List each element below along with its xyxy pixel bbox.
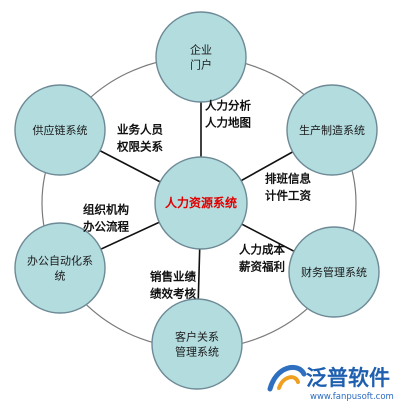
edge-label-manufacturing-line: 计件工资 [265, 189, 311, 203]
node-label-line: 生产制造系统 [299, 123, 365, 137]
node-finance: 财务管理系统 [288, 226, 380, 318]
node-label-line: 企业 [190, 43, 212, 57]
node-label: 客户关系管理系统 [175, 330, 219, 359]
node-oa: 办公自动化系统 [14, 222, 106, 314]
edge-label-portal: 人力分析人力地图 [205, 99, 251, 130]
edge-label-oa-line: 组织机构 [83, 203, 129, 217]
node-circle [286, 84, 378, 176]
logo-url: www.fanpusoft.com [310, 392, 394, 402]
node-supply: 供应链系统 [14, 84, 106, 176]
fanpu-logo-icon [267, 364, 307, 392]
center-circle [154, 156, 248, 250]
edge-label-crm-line: 销售业绩 [150, 270, 196, 284]
node-label-line: 供应链系统 [33, 123, 88, 137]
center-label: 人力资源系统 [165, 195, 237, 210]
edge-label-oa-line: 办公流程 [83, 220, 129, 234]
edge-label-supply-line: 权限关系 [116, 140, 163, 154]
edge-label-supply-line: 业务人员 [117, 123, 163, 137]
node-circle [151, 298, 243, 390]
node-manufacturing: 生产制造系统 [286, 84, 378, 176]
node-label-line: 客户关系 [175, 330, 219, 344]
node-crm: 客户关系管理系统 [151, 298, 243, 390]
edge-label-crm-line: 绩效考核 [150, 287, 196, 301]
fanpu-logo: 泛普软件 www.fanpusoft.com [267, 364, 394, 402]
center-node: 人力资源系统 [154, 156, 248, 250]
node-circle [155, 11, 247, 103]
edge-label-finance: 人力成本薪资福利 [239, 243, 285, 274]
edge-label-finance-line: 人力成本 [239, 243, 285, 257]
edge-label-portal-line: 人力地图 [205, 116, 251, 130]
logo-name: 泛普软件 [306, 366, 390, 390]
node-circle [14, 222, 106, 314]
edge-label-crm: 销售业绩绩效考核 [150, 270, 196, 301]
node-circle [14, 84, 106, 176]
node-label-line: 财务管理系统 [301, 265, 367, 279]
node-circle [288, 226, 380, 318]
edge-label-manufacturing-line: 排班信息 [265, 172, 311, 186]
node-portal: 企业门户 [155, 11, 247, 103]
node-label-line: 门户 [190, 58, 212, 72]
node-label-line: 统 [55, 270, 66, 283]
edge-label-oa: 组织机构办公流程 [83, 203, 129, 234]
node-label: 企业门户 [190, 43, 212, 72]
node-label: 生产制造系统 [299, 123, 365, 137]
edge-label-supply: 业务人员权限关系 [116, 123, 163, 154]
edge-label-finance-line: 薪资福利 [239, 260, 285, 274]
node-label: 财务管理系统 [301, 265, 367, 279]
node-label: 办公自动化系统 [27, 254, 93, 283]
center-label-line: 人力资源系统 [165, 195, 237, 210]
edge-label-portal-line: 人力分析 [205, 99, 251, 113]
edge-label-manufacturing: 排班信息计件工资 [265, 172, 311, 203]
node-label-line: 管理系统 [175, 345, 219, 359]
node-label: 供应链系统 [33, 123, 88, 137]
node-label-line: 办公自动化系 [27, 254, 93, 268]
